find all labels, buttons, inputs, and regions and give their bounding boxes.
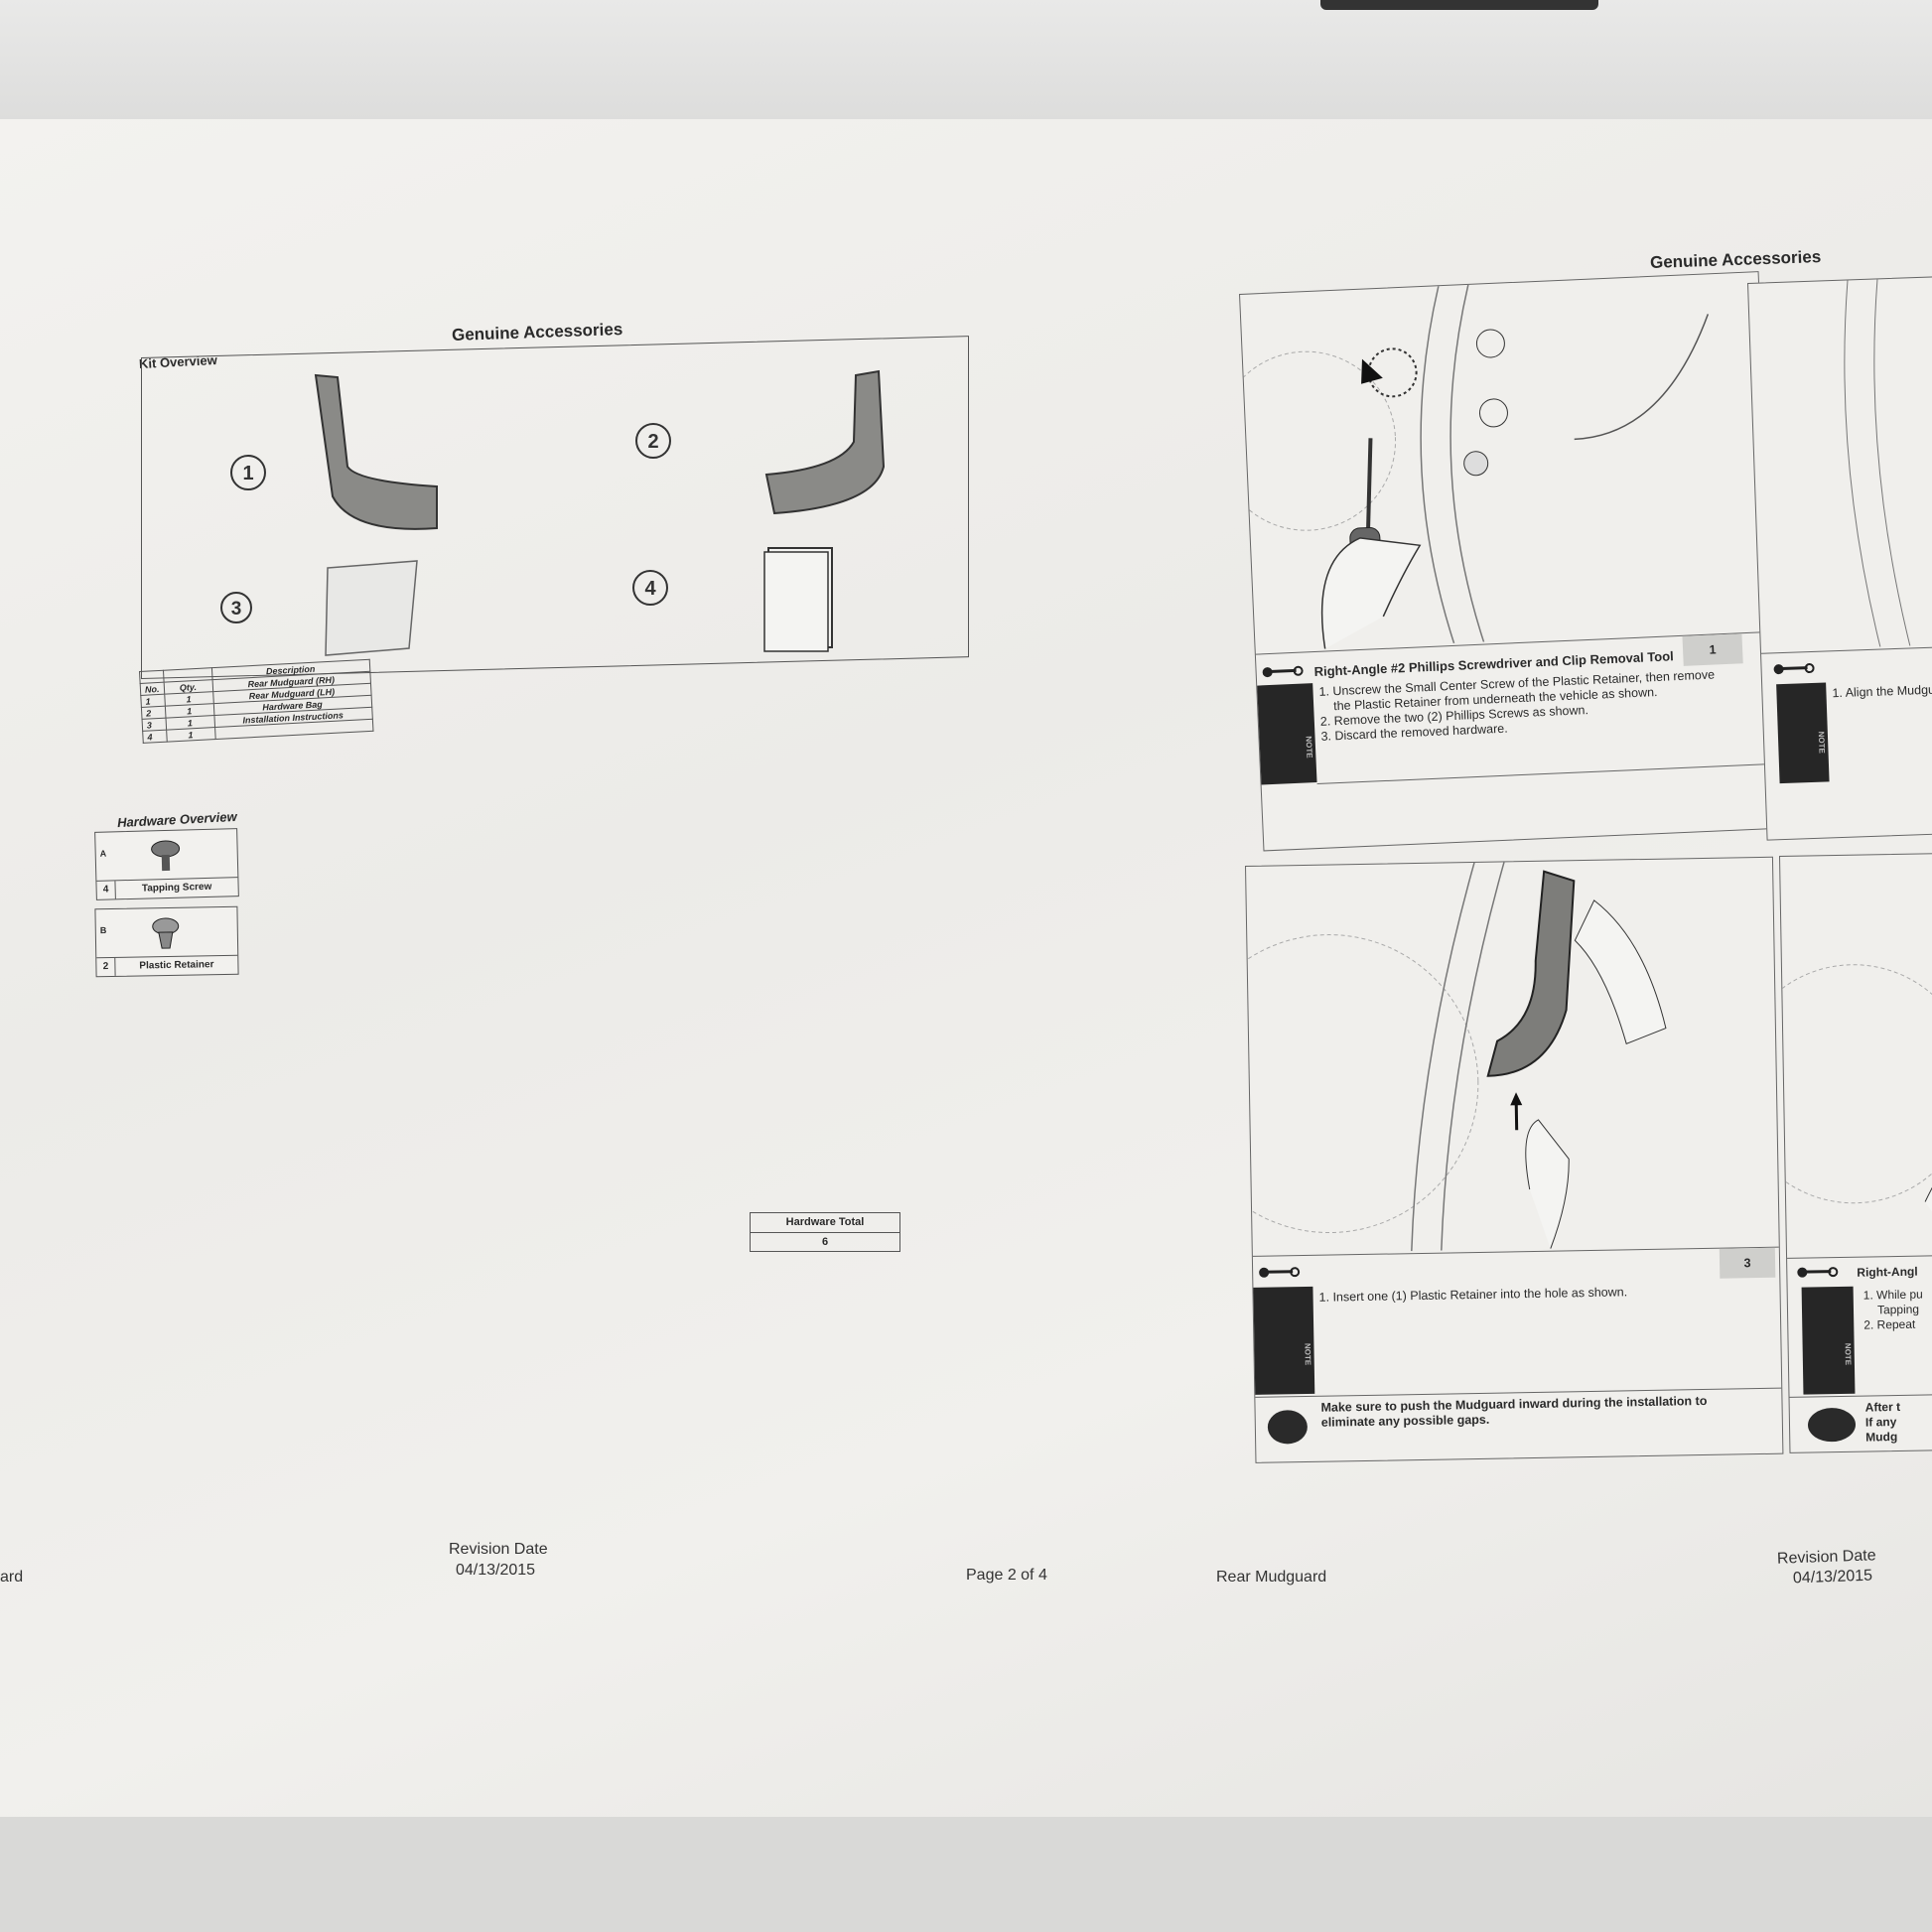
callout-1: 1 <box>230 455 266 490</box>
wrench-icon <box>1262 665 1304 678</box>
hardware-bag-image <box>325 560 418 656</box>
page-number: Page 2 of 4 <box>966 1567 1047 1584</box>
callout-4: 4 <box>632 570 668 606</box>
step-3-panel: 3 NOTE 1. Insert one (1) Plastic Retaine… <box>1245 856 1784 1463</box>
right-revision-label: Revision Date <box>1776 1547 1876 1568</box>
step-4-tool: Right-Angl <box>1857 1264 1918 1280</box>
note-badge: NOTE <box>1253 1286 1315 1395</box>
step-1-illustration <box>1240 284 1710 649</box>
kit-illustrations: 1 2 3 4 <box>220 369 886 656</box>
step-3-instructions: 1. Insert one (1) Plastic Retainer into … <box>1318 1285 1628 1305</box>
step-1-number: 1 <box>1682 633 1743 666</box>
wrench-icon <box>1259 1267 1301 1278</box>
callout-2: 2 <box>635 423 671 459</box>
svg-text:1: 1 <box>242 463 253 484</box>
hardware-total-value: 6 <box>821 1236 829 1248</box>
tapping-screw-icon <box>151 840 181 872</box>
instructions-booklet-image <box>763 547 833 652</box>
step-3-number: 3 <box>1719 1247 1776 1279</box>
left-revision-label: Revision Date <box>449 1541 548 1558</box>
plastic-retainer-icon <box>152 917 180 949</box>
background-object <box>1320 0 1598 10</box>
svg-text:2: 2 <box>647 431 658 453</box>
left-footer-title: ard <box>0 1569 24 1586</box>
rear-mudguard-rh-image <box>314 373 438 530</box>
caution-dot-icon <box>1808 1408 1857 1443</box>
step-3-caution: Make sure to push the Mudguard inward du… <box>1320 1393 1708 1430</box>
left-revision-date: 04/13/2015 <box>456 1562 536 1579</box>
step-2-illustration <box>1844 279 1911 647</box>
hardware-total-label: Hardware Total <box>751 1213 899 1233</box>
step-4-illustration <box>1780 964 1932 1232</box>
svg-text:3: 3 <box>231 599 242 620</box>
note-badge: NOTE <box>1801 1286 1856 1395</box>
right-revision-date: 04/13/2015 <box>1792 1567 1873 1587</box>
svg-text:4: 4 <box>644 578 656 600</box>
right-footer-title: Rear Mudguard <box>1216 1569 1327 1586</box>
callout-3: 3 <box>220 592 252 623</box>
note-badge: NOTE <box>1776 682 1830 784</box>
hardware-total-box: Hardware Total 6 <box>750 1212 900 1252</box>
caution-dot-icon <box>1267 1410 1308 1445</box>
step-2-instructions: 1. Align the Mudguar <box>1832 682 1932 701</box>
step-3-illustration <box>1246 862 1667 1252</box>
wrench-icon <box>1797 1267 1839 1278</box>
rear-mudguard-lh-image <box>764 369 886 515</box>
step-2-panel: NOTE 1. Align the Mudguar <box>1747 274 1932 841</box>
background-surface <box>0 0 1932 129</box>
step-1-panel: Right-Angle #2 Phillips Screwdriver and … <box>1239 271 1784 852</box>
wrench-icon <box>1773 663 1815 675</box>
note-badge: NOTE <box>1257 683 1317 785</box>
